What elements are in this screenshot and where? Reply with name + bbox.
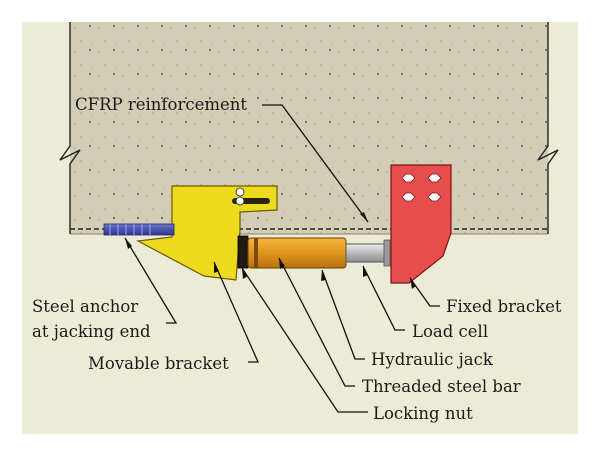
label-load-cell: Load cell (412, 322, 488, 341)
concrete-beam (70, 22, 548, 234)
left-break-line (59, 22, 81, 234)
leader-fixed-bracket (409, 277, 440, 307)
right-break-line (537, 22, 559, 234)
label-threaded-steel-bar: Threaded steel bar (362, 377, 521, 396)
steel-anchor-hatching (109, 224, 151, 235)
label-fixed-bracket: Fixed bracket (446, 297, 562, 316)
leader-lines (124, 104, 440, 413)
leader-cfrp (262, 104, 369, 223)
hydraulic-jack-band (254, 238, 258, 268)
label-steel-anchor-line2: at jacking end (32, 322, 151, 341)
leader-threaded-bar (278, 257, 355, 387)
leader-load-cell (362, 265, 405, 331)
locking-nut (237, 235, 249, 269)
slot-bolt-b (235, 187, 245, 197)
leader-steel-anchor (124, 237, 178, 324)
load-cell-plate (383, 239, 391, 267)
leader-locking-nut (241, 267, 368, 413)
load-cell (345, 243, 387, 263)
leader-arrowheads (125, 212, 416, 289)
label-steel-anchor-line1: Steel anchor (32, 297, 138, 316)
steel-anchor (103, 223, 175, 236)
hydraulic-jack (247, 237, 347, 269)
label-locking-nut: Locking nut (373, 404, 473, 423)
label-cfrp-reinforcement: CFRP reinforcement (75, 95, 247, 114)
fixed-bracket-bolts (401, 173, 442, 202)
label-hydraulic-jack: Hydraulic jack (371, 350, 494, 369)
label-movable-bracket: Movable bracket (88, 354, 229, 373)
slot-bolt-a (235, 196, 245, 206)
leader-hydraulic-jack (321, 269, 365, 360)
leader-movable-bracket (213, 261, 259, 363)
